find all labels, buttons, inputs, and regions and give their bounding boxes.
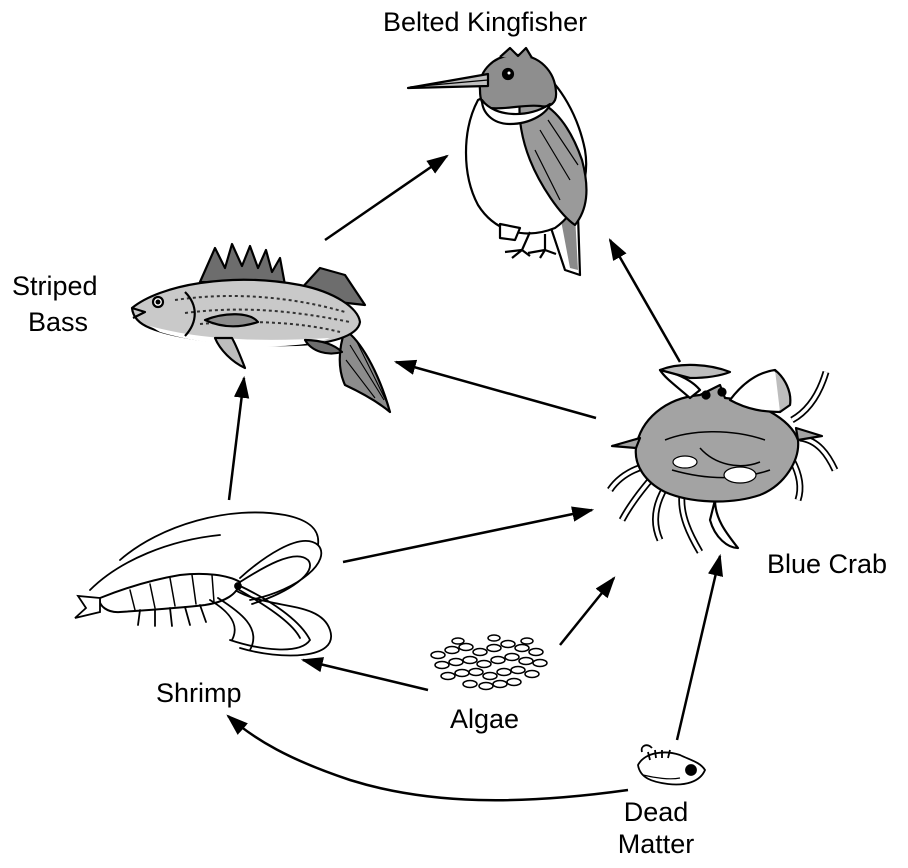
dead-matter-icon <box>638 745 705 784</box>
arrow-algae-to-shrimp <box>303 660 428 690</box>
arrow-shrimp-to-bass <box>229 378 244 500</box>
algae-icon <box>431 635 547 690</box>
arrow-bass-to-kingfisher <box>325 156 447 240</box>
label-dead: Dead <box>616 796 696 828</box>
label-algae: Algae <box>450 703 519 735</box>
arrow-crab-to-bass <box>396 362 596 418</box>
kingfisher-icon <box>408 48 586 275</box>
label-shrimp: Shrimp <box>156 677 242 709</box>
arrow-algae-to-crab <box>560 578 614 645</box>
label-bass: Bass <box>28 306 88 338</box>
label-blue-crab: Blue Crab <box>767 548 887 580</box>
fish-icon <box>132 244 390 412</box>
label-matter: Matter <box>606 828 706 860</box>
arrow-dead-matter-to-crab <box>677 556 720 740</box>
arrow-shrimp-to-crab <box>343 510 592 562</box>
label-belted-kingfisher: Belted Kingfisher <box>383 6 587 38</box>
shrimp-icon <box>75 512 331 655</box>
arrow-dead-matter-to-shrimp <box>228 716 628 800</box>
label-striped: Striped <box>12 270 98 302</box>
arrow-crab-to-kingfisher <box>610 240 680 362</box>
crab-icon <box>610 365 835 552</box>
